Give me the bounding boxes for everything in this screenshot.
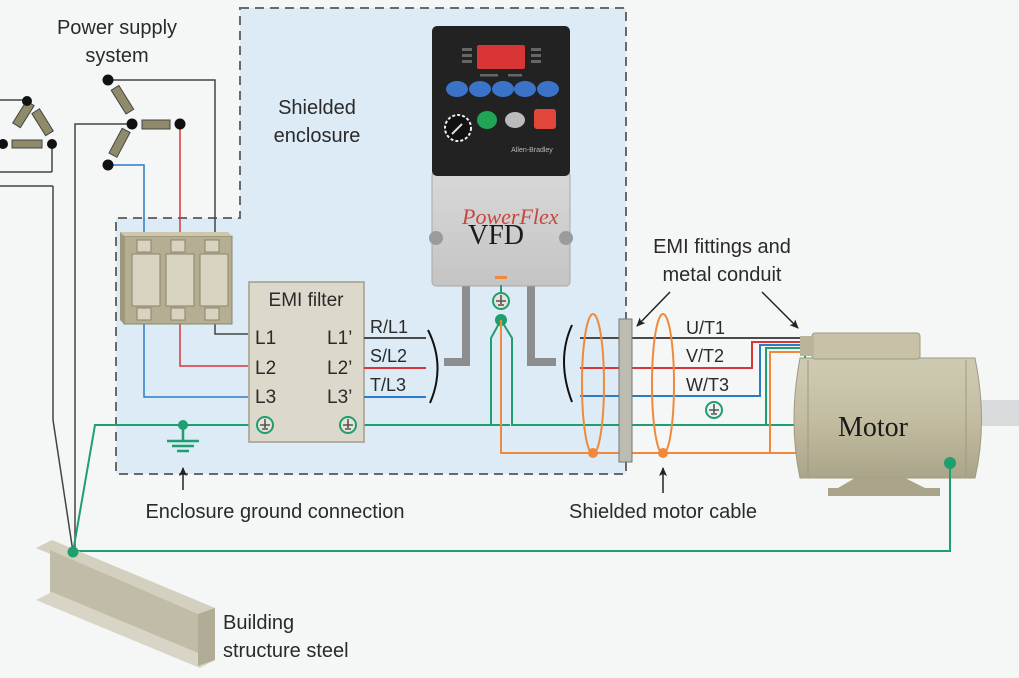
brand-label: Allen-Bradley [511,147,553,154]
motor: Motor [793,332,1019,496]
vfd-keypad-buttons [446,81,559,97]
motor-output-u-t1: U/T1 [686,318,725,338]
enclosure-ground-label: Enclosure ground connection [145,501,404,523]
motor-label: Motor [838,412,909,443]
shielded-enclosure-label-2: enclosure [274,125,361,147]
motor-output-w-t3: W/T3 [686,375,729,395]
cable-shield-ellipse [651,313,675,455]
filter-ground-terminal-icon [339,416,357,434]
emi-filter-input-l3: L3 [255,387,276,408]
emi-filter-output-l2: L2’ [327,358,352,379]
metal-conduit-fitting [618,318,633,463]
emi-filter-input-l1: L1 [255,328,276,349]
svg-text:PowerFlex: PowerFlex [461,204,559,229]
vfd-label: VFD [468,220,524,251]
building-steel-label: Building [223,612,294,634]
vfd-drive: Allen-Bradley PowerFlex VFD [429,26,573,366]
shielded-enclosure-label: Shielded [278,97,356,119]
emi-filter-output-l3: L3’ [327,387,352,408]
speed-dial-icon [444,114,472,142]
vfd-input-s-l2: S/L2 [370,346,407,366]
filter-ground-terminal-icon [256,416,274,434]
emi-fittings-label-2: metal conduit [663,264,782,286]
emi-filter-title: EMI filter [269,290,345,311]
wye-source [74,74,248,552]
power-supply-label-2: system [85,45,148,67]
shielded-motor-cable-label: Shielded motor cable [569,501,757,523]
cable-ground-symbol-icon [705,401,723,419]
motor-ground-wire [73,463,951,552]
enclosure-ground-wire [72,424,265,553]
vfd-input-t-l3: T/L3 [370,375,406,395]
direction-button [505,112,525,128]
stop-button [534,109,556,129]
vfd-ground-terminal-icon [492,285,510,310]
vfd-input-r-l1: R/L1 [370,317,408,337]
building-steel-beam [36,540,215,668]
emi-fittings-label: EMI fittings and [653,236,791,258]
power-supply-label: Power supply [57,17,177,39]
delta-source [0,96,74,553]
start-button [477,111,497,129]
motor-output-v-t2: V/T2 [686,346,724,366]
circuit-breaker [120,232,233,325]
break-mark [563,324,573,403]
break-mark [427,329,439,404]
emi-filter-input-l2: L2 [255,358,276,379]
emi-filter-output-l1: L1’ [327,328,352,349]
emi-filter: EMI filter L1 L2 L3 L1’ L2’ L3’ [248,281,365,443]
ground-symbol-icon [167,425,199,453]
building-steel-label-2: structure steel [223,640,349,662]
